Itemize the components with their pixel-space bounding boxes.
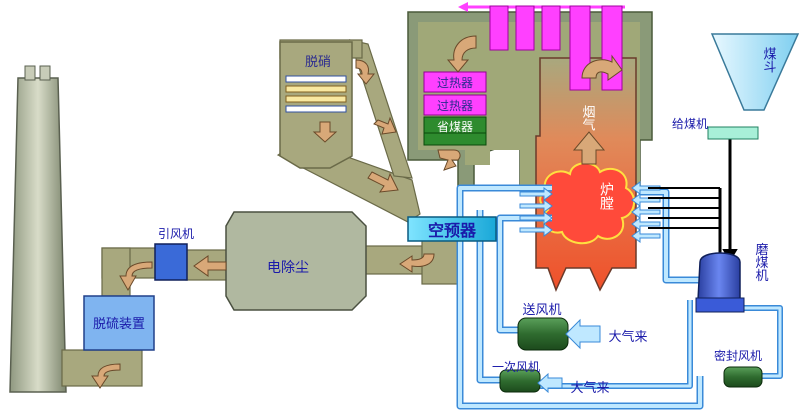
economizer-label: 省煤器 [437,120,473,134]
atmosphere-label-2: 大气来 [570,380,609,396]
desulfurization-label: 脱硫装置 [93,317,145,332]
superheater-2: 过热器 [423,94,487,116]
primary-air-fan-label: 一次风机 [492,360,540,374]
furnace-air-inlet-arrows-right [631,181,661,243]
desulfurization-unit: 脱硫装置 [83,295,155,351]
forced-draft-fan-label: 送风机 [522,303,561,318]
air-duct-network [456,184,783,410]
pulverized-coal-pipes [648,136,738,262]
superheater-2-label: 过热器 [437,99,473,113]
denitrification-unit: 脱硝 [279,41,353,169]
flue-gas-flow-arrows [91,35,623,389]
chimney [9,65,67,393]
coal-hopper: 煤斗 [710,33,800,111]
air-preheater: 空预器 [407,216,497,242]
forced-draft-fan: 送风机 大气来 [517,303,648,351]
air-preheater-label: 空预器 [428,221,477,240]
coal-feeder-label: 给煤机 [672,117,708,131]
flue-gas-up-arrow [572,131,606,165]
furnace-air-inlet-arrows-left [519,187,553,237]
induced-draft-fan: 引风机 [154,227,194,281]
coal-feeder: 给煤机 [672,117,759,140]
coal-mill: 磨煤机 [695,243,769,313]
precipitator-label: 电除尘 [267,260,309,276]
coal-hopper-label: 煤斗 [761,47,777,73]
furnace [535,57,637,292]
induced-draft-fan-label: 引风机 [158,227,194,241]
superheater-1-label: 过热器 [437,76,473,90]
electrostatic-precipitator: 电除尘 [225,211,367,311]
seal-air-fan: 密封风机 [714,348,763,388]
economizer: 省煤器 [423,116,487,146]
denitrification-label: 脱硝 [305,55,331,70]
primary-air-fan: 一次风机 大气来 [492,360,610,396]
coal-mill-label: 磨煤机 [753,243,769,283]
seal-air-fan-label: 密封风机 [714,348,762,363]
atmosphere-label-1: 大气来 [608,329,647,345]
furnace-label: 炉膛 [598,182,614,211]
superheater-1: 过热器 [423,71,487,93]
flue-gas-label: 烟气 [580,105,596,131]
